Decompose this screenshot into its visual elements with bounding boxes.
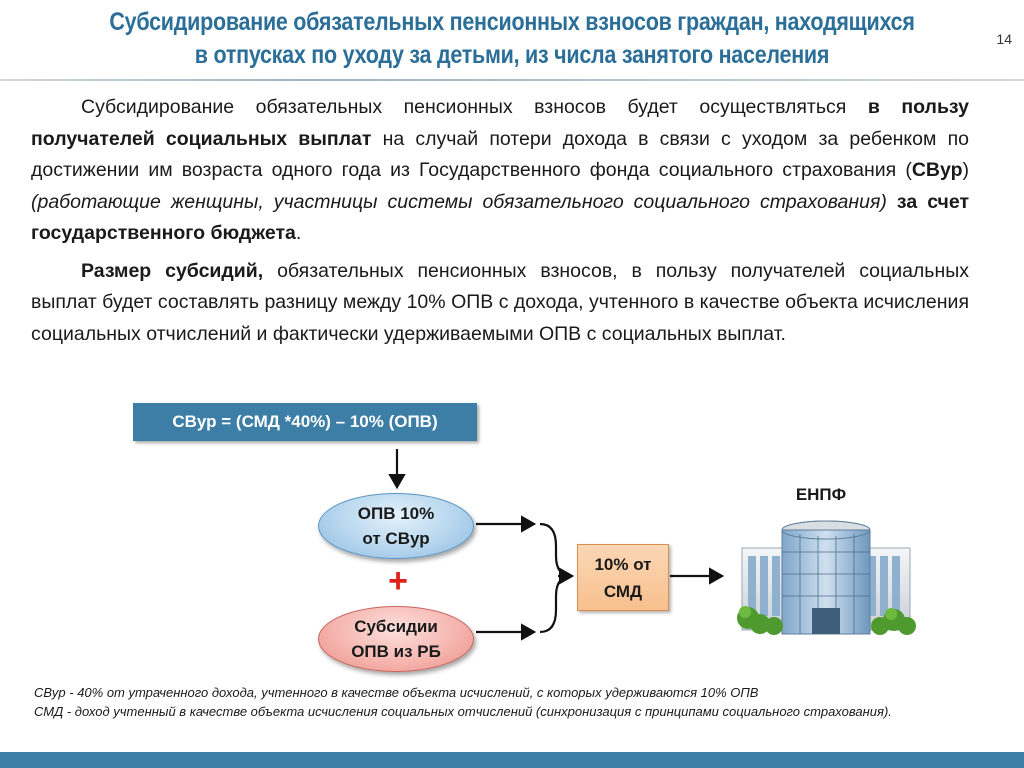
enpf-label: ЕНПФ <box>795 485 847 504</box>
p1-bold-recipients: в пользу получателей социальных выплат <box>31 96 969 150</box>
p1-text-c: на случай потери дохода в связи с уходом… <box>31 127 969 182</box>
page-number: 14 <box>996 31 1012 47</box>
body-text: Субсидирование обязательных пенсионных в… <box>31 92 969 356</box>
p1-text-i: . <box>295 222 302 244</box>
smd-line-1: 10% от <box>594 554 652 574</box>
paragraph-1: Субсидирование обязательных пенсионных в… <box>31 92 969 250</box>
subsidy-line-2: ОПВ из РБ <box>351 642 441 661</box>
p1-text-a: Субсидирование обязательных пенсионных в… <box>81 96 868 118</box>
p1-text-e: ) <box>962 159 970 181</box>
p1-bold-budget: за счет государственного бюджета <box>31 190 969 245</box>
opv-line-1: ОПВ 10% <box>357 504 435 523</box>
footnote-svur: СВур - 40% от утраченного дохода, учтенн… <box>34 685 759 700</box>
footnote-smd: СМД - доход учтенный в качестве объекта … <box>34 704 892 719</box>
smd-box: 10% от СМД <box>577 544 669 611</box>
smd-line-2: СМД <box>603 581 643 601</box>
formula-box: СВур = (СМД *40%) – 10% (ОПВ) <box>133 403 477 441</box>
title-divider <box>0 79 1024 81</box>
paragraph-2: Размер субсидий, обязательных пенсионных… <box>31 256 969 351</box>
bottom-bar <box>0 752 1024 768</box>
p1-italic-participants: (работающие женщины, участницы системы о… <box>31 190 887 213</box>
p2-text-b: обязательных пенсионных взносов, в польз… <box>31 259 969 345</box>
subsidy-line-1: Субсидии <box>354 617 438 636</box>
opv-line-2: от СВур <box>362 529 430 548</box>
p2-bold-size: Размер субсидий, <box>81 259 264 282</box>
plus-sign: + <box>388 562 408 600</box>
p1-bold-svur: СВур <box>911 159 963 181</box>
slide-title: Субсидирование обязательных пенсионных в… <box>72 6 953 72</box>
title-line-2: в отпусках по уходу за детьми, из числа … <box>194 41 830 69</box>
opv-ellipse: ОПВ 10% от СВур <box>318 493 474 559</box>
footnotes: СВур - 40% от утраченного дохода, учтенн… <box>34 683 974 721</box>
title-line-1: Субсидирование обязательных пенсионных в… <box>109 8 915 36</box>
